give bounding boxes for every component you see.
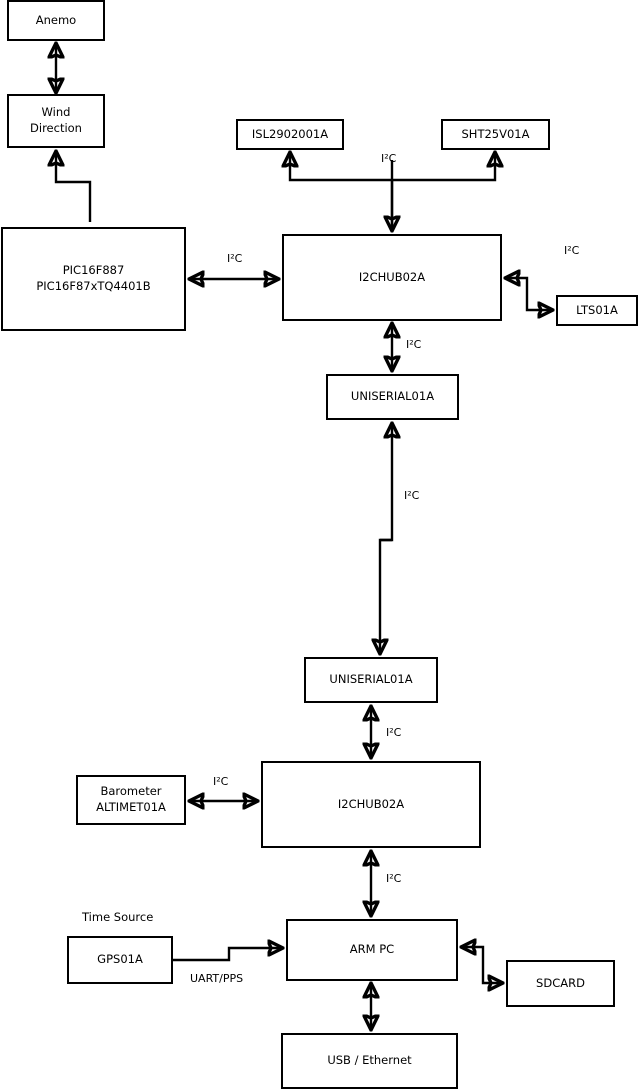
node-i2chub02a-bottom[interactable]: I2CHUB02A xyxy=(261,761,481,848)
node-pic16f887[interactable]: PIC16F887 PIC16F87xTQ4401B xyxy=(1,227,186,331)
node-uniserial01a-bottom-label: UNISERIAL01A xyxy=(329,672,413,687)
edge-bus-isl xyxy=(290,154,392,182)
node-usb-ethernet[interactable]: USB / Ethernet xyxy=(281,1033,458,1089)
edge-label-uniserial-hub-i2c: I²C xyxy=(386,726,402,739)
edge-bus-sht xyxy=(392,154,495,182)
node-uniserial01a-top-label: UNISERIAL01A xyxy=(350,389,435,404)
node-barometer-altimet01a[interactable]: Barometer ALTIMET01A xyxy=(76,775,186,825)
edge-label-gps-uart-pps: UART/PPS xyxy=(190,972,244,985)
node-wind-direction-label-line1: Wind xyxy=(41,105,71,120)
node-sdcard-label: SDCARD xyxy=(536,975,585,990)
node-sht25v01a-label: SHT25V01A xyxy=(461,126,530,141)
node-wind-direction[interactable]: Wind Direction xyxy=(7,94,105,148)
edge-label-hub-armpc-i2c: I²C xyxy=(386,872,402,885)
node-arm-pc[interactable]: ARM PC xyxy=(286,919,458,981)
node-pic16f887-label-line2: PIC16F87xTQ4401B xyxy=(36,279,151,293)
edge-lts-to-hubtop xyxy=(507,278,529,295)
edge-sdcard-to-armpc xyxy=(463,947,485,960)
node-wind-direction-label-line2: Direction xyxy=(30,121,82,135)
node-uniserial01a-bottom[interactable]: UNISERIAL01A xyxy=(304,657,438,703)
node-sdcard[interactable]: SDCARD xyxy=(506,960,615,1007)
edge-label-pic-hub-i2c: I²C xyxy=(227,252,243,265)
edge-armpc-to-sdcard xyxy=(481,960,501,983)
node-pic16f887-label-line1: PIC16F887 xyxy=(62,263,125,278)
node-arm-pc-label: ARM PC xyxy=(349,942,395,957)
edge-label-hub-uniserial-i2c: I²C xyxy=(406,338,422,351)
node-isl2902001a-label: ISL2902001A xyxy=(251,126,329,141)
node-sht25v01a[interactable]: SHT25V01A xyxy=(441,119,550,150)
edge-pic-wind xyxy=(56,153,92,222)
node-i2chub02a-top-label: I2CHUB02A xyxy=(358,269,426,284)
edge-label-uniserial-link-i2c: I²C xyxy=(404,489,420,502)
node-usb-ethernet-label: USB / Ethernet xyxy=(327,1053,412,1068)
edge-label-hub-lts-i2c: I²C xyxy=(564,244,580,257)
edge-hubtop-to-lts xyxy=(525,295,551,310)
node-lts01a[interactable]: LTS01A xyxy=(556,295,638,326)
edge-uniserialtop-to-uniserialbot xyxy=(380,538,392,652)
label-time-source: Time Source xyxy=(82,910,154,924)
node-i2chub02a-bottom-label: I2CHUB02A xyxy=(337,796,405,811)
node-isl2902001a[interactable]: ISL2902001A xyxy=(236,119,344,150)
node-i2chub02a-top[interactable]: I2CHUB02A xyxy=(282,234,502,321)
edge-gps-armpc xyxy=(173,948,281,962)
node-anemo[interactable]: Anemo xyxy=(7,0,105,41)
node-gps01a-label: GPS01A xyxy=(97,952,143,967)
edge-label-barometer-i2c: I²C xyxy=(213,775,229,788)
node-anemo-label: Anemo xyxy=(35,12,77,27)
node-barometer-label-line1: Barometer xyxy=(100,784,162,799)
edge-uniserialbot-to-uniserialtop xyxy=(380,425,392,542)
node-gps01a[interactable]: GPS01A xyxy=(67,936,173,984)
node-lts01a-label: LTS01A xyxy=(576,302,618,317)
edge-label-sensors-i2c: I²C xyxy=(381,152,397,165)
node-barometer-label-line2: ALTIMET01A xyxy=(96,800,166,814)
node-uniserial01a-top[interactable]: UNISERIAL01A xyxy=(326,374,459,420)
